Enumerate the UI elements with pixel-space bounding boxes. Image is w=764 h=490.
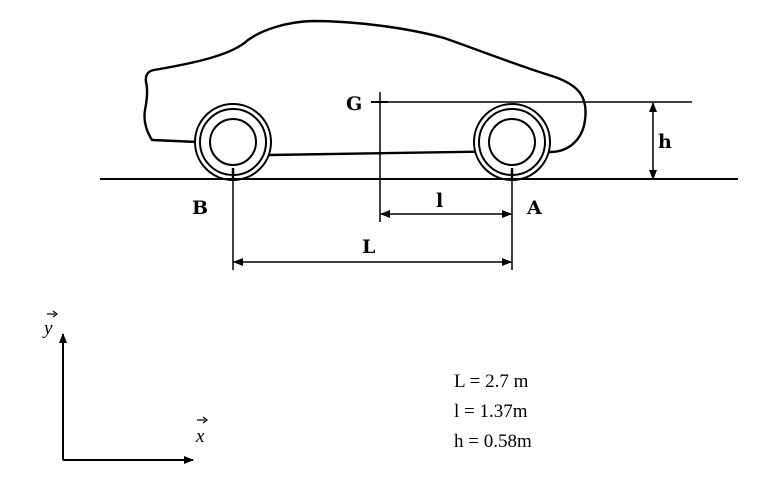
car-body: [143, 19, 587, 157]
value-h: h = 0.58m: [454, 431, 532, 452]
svg-text:y: y: [42, 318, 53, 339]
label-g: G: [346, 93, 362, 115]
label-L: L: [362, 236, 375, 258]
front-wheel: [473, 103, 551, 181]
label-b: B: [192, 197, 208, 219]
label-h: h: [658, 131, 672, 153]
value-L: L = 2.7 m: [454, 371, 529, 392]
value-l: l = 1.37m: [454, 401, 528, 422]
svg-text:x: x: [195, 426, 205, 447]
axis-x-label: x: [195, 416, 208, 447]
label-a: A: [526, 197, 542, 219]
label-l: l: [436, 190, 443, 212]
axis-y-label: y: [42, 310, 58, 339]
